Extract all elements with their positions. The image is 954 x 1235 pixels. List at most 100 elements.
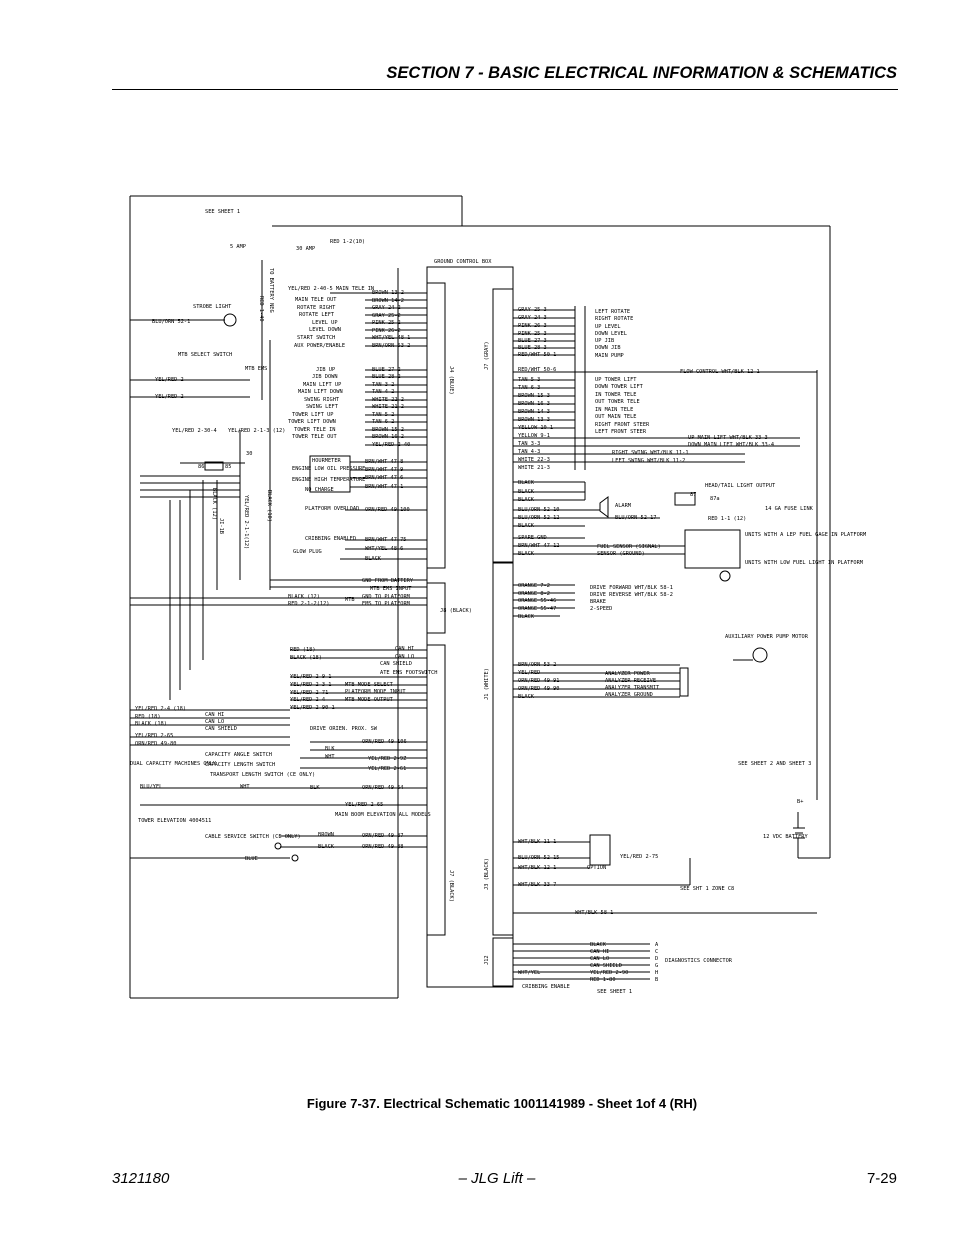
- transport-length-label: TRANSPORT LENGTH SWITCH (CE ONLY): [210, 772, 315, 778]
- diag-pin-label: D: [655, 956, 658, 962]
- red-1-2-label: RED 1-2(10): [330, 239, 365, 245]
- j4b-color-label: BLUE 27-2: [372, 367, 401, 373]
- hourmeter-wire-label: BRN/WHT 47-8: [365, 459, 403, 465]
- diagnostics-wire-group: [513, 943, 650, 980]
- j3-wire-label: WHT/BLK 33-7: [518, 882, 556, 888]
- left-edge-wire-label: YEL/RED 2-65: [135, 733, 173, 739]
- j4b-wire-label: MAIN LIFT DOWN: [298, 389, 343, 395]
- j7-color-label: TAN 5-3: [518, 377, 540, 383]
- j7-color-label: GRAY 25-3: [518, 307, 547, 313]
- j4-color-label: BRN/ORN 53-2: [372, 343, 410, 349]
- j7-color-label: RED/WHT 50-1: [518, 352, 556, 358]
- ji-1b-label: JI-1B: [218, 518, 224, 534]
- j7-connector: [492, 288, 514, 563]
- blu-orn-52-17-label: BLU/ORN 52-17: [615, 515, 656, 521]
- j4-wire-label: LEVEL DOWN: [309, 327, 341, 333]
- j4b-wire-label: MAIN LIFT UP: [303, 382, 341, 388]
- j7-right-labels: GRAY 25-3 GRAY 24-3 PINK 26-3 PINK 25-3 …: [518, 307, 650, 471]
- up-main-lift-label: UP MAIN LIFT WHT/BLK 33-3: [688, 435, 768, 441]
- j4-left-labels: YEL/RED 2-40-5 MAIN TELE IN MAIN TELE OU…: [288, 286, 410, 349]
- hourmeter-wire-group: [340, 461, 427, 560]
- j3-labels: WHT/BLK 11-1 BLU/ORN 52-15 WHT/BLK 12-1 …: [518, 839, 658, 916]
- j4b-left-labels: JIB UP JIB DOWN MAIN LIFT UP MAIN LIFT D…: [288, 367, 410, 448]
- j8-wire-label: ORANGE 7-2: [518, 583, 550, 589]
- mtb-select-label: MTB SELECT SWITCH: [178, 352, 232, 358]
- hourmeter-wire-label: BRN/WHT 47-1: [365, 484, 403, 490]
- see-sht-1-label: SEE SHT 1 ZONE C8: [680, 886, 734, 892]
- j4b-color-label: WHITE 22-2: [372, 397, 404, 403]
- j8-function-label: 2-SPEED: [590, 606, 612, 612]
- battery-symbol: [793, 812, 830, 859]
- fuse-link-label: 14 GA FUSE LINK: [765, 506, 814, 512]
- j7-function-label: OUT MAIN TELE: [595, 414, 636, 420]
- hourmeter-wire-label: WHT/YEL 48-6: [365, 546, 403, 552]
- j4b-wire-label: SWING RIGHT: [304, 397, 340, 403]
- j7-lower-labels: ORN/RED 49-106 YEL/RED 2-9Z YEL/RED 2-61…: [345, 739, 407, 850]
- left-edge-can-label: CAN SHIELD: [205, 726, 237, 732]
- gnd-to-platform-label: GND TO PLATFORM: [362, 594, 410, 600]
- blu-orn-52-label: BLU/ORN 52-1: [152, 319, 190, 325]
- hourmeter-wire-label: BRN/WHT 47-6: [365, 475, 403, 481]
- to-battery-label: TO BATTERY NEG: [268, 268, 274, 313]
- wht-yel-label: WHT/YEL: [518, 970, 540, 976]
- gnd-from-battery-label: GND FROM BATTERY: [362, 578, 414, 584]
- j12-connector: [492, 937, 514, 987]
- j4b-wire-label: TOWER LIFT UP: [292, 412, 333, 418]
- j7-function-label: MAIN PUMP: [595, 353, 624, 359]
- j8-wire-label: ORANGE 55-47: [518, 606, 556, 612]
- diag-pin-label: B: [655, 977, 658, 983]
- j4-blue-label: J4 (BLUE): [448, 366, 454, 395]
- see-sheet-1-top-label: SEE SHEET 1: [205, 209, 240, 215]
- mtb-ems-input-label: MTB EMS INPUT: [370, 586, 412, 592]
- left-frame-wire-group: [130, 260, 271, 700]
- j3-wire-label: WHT/BLK 58-1: [575, 910, 613, 916]
- cribbing-enabled-label: CRIBBING ENABLED: [305, 536, 356, 542]
- analyzer-label: ANALYZER RECEIVE: [605, 678, 656, 684]
- j7-function-label: UP TOWER LIFT: [595, 377, 637, 383]
- cable-service-switch: [274, 842, 282, 850]
- left-edge-labels: YEL/RED 2-4 (18) RED (18) BLACK (18) YEL…: [135, 706, 237, 747]
- bottom-left-label: BLK: [310, 785, 320, 791]
- j7-function-label: UP LEVEL: [595, 324, 621, 330]
- j1-left-label: YEL/RED 2-9-1: [290, 674, 331, 680]
- bottom-left-label: BLACK: [318, 844, 335, 850]
- j4b-color-label: BROWN 15-2: [372, 427, 404, 433]
- units-with-lep-label: UNITS WITH A LEP FUEL GAGE IN PLATFORM: [745, 532, 866, 538]
- bottom-left-label: BROWN: [318, 832, 334, 838]
- option-label: OPTION: [587, 865, 606, 871]
- fuel-gauge-box: [684, 529, 741, 569]
- engine-label: ENGINE HIGH TEMPERATURE: [292, 477, 365, 483]
- j4-color-label: GRAY 25-2: [372, 313, 401, 319]
- mtb-label: MTB: [345, 597, 355, 603]
- j3-wire-label: BLU/ORN 52-15: [518, 855, 559, 861]
- diag-pin-label: H: [655, 970, 658, 976]
- j4-wire-label: START SWITCH: [297, 335, 335, 341]
- j7-color-label: BLUE 27-3: [518, 338, 547, 344]
- j7-function-label: IN TOWER TELE: [595, 392, 636, 398]
- j1-function-label: CAN HI: [395, 646, 414, 652]
- j4b-wire-label: TOWER TELE IN: [294, 427, 335, 433]
- red-1-1-12-label: RED 1-1 (12): [708, 516, 746, 522]
- hourmeter-wire-label: ORN/RED 49-100: [365, 507, 410, 513]
- j4-color-label: GRAY 24-2: [372, 305, 401, 311]
- flow-control-label: FLOW CONTROL WHT/BLK 12-1: [680, 369, 760, 375]
- bottom-left-label: WHT: [325, 754, 335, 760]
- j1-function-label: CAN LO: [395, 654, 414, 660]
- j4b-wire-label: JIB UP: [316, 367, 335, 373]
- footer-brand: – JLG Lift –: [458, 1170, 536, 1187]
- j1-right-label: BLACK: [518, 694, 535, 700]
- mtb-red-label: RED 2-1-2(12): [288, 601, 329, 607]
- battery-label: 12 VDC BATTERY: [763, 834, 808, 840]
- down-main-lift-label: DOWN MAIN LIFT WHT/BLK 33-4: [688, 442, 774, 448]
- j7-color-label: WHITE 22-3: [518, 457, 550, 463]
- alarm-wire-label: BRN/WHT 47-12: [518, 543, 559, 549]
- j7-color-label: YELLOW 9-1: [518, 433, 550, 439]
- j8-function-label: DRIVE REVERSE WHT/BLK 58-2: [590, 592, 673, 598]
- section-title: SECTION 7 - BASIC ELECTRICAL INFORMATION…: [386, 64, 897, 82]
- j4b-wire-label: TOWER TELE OUT: [292, 434, 337, 440]
- j7-color-label: BLUE 28-3: [518, 345, 547, 351]
- j1-left-label: RED (18): [290, 647, 316, 653]
- j7-function-label: RIGHT FRONT STEER: [595, 422, 650, 428]
- j1-function-label: MTB MODE OUTPUT: [345, 697, 394, 703]
- j1-left-label: YEL/RED 2-4: [290, 697, 325, 703]
